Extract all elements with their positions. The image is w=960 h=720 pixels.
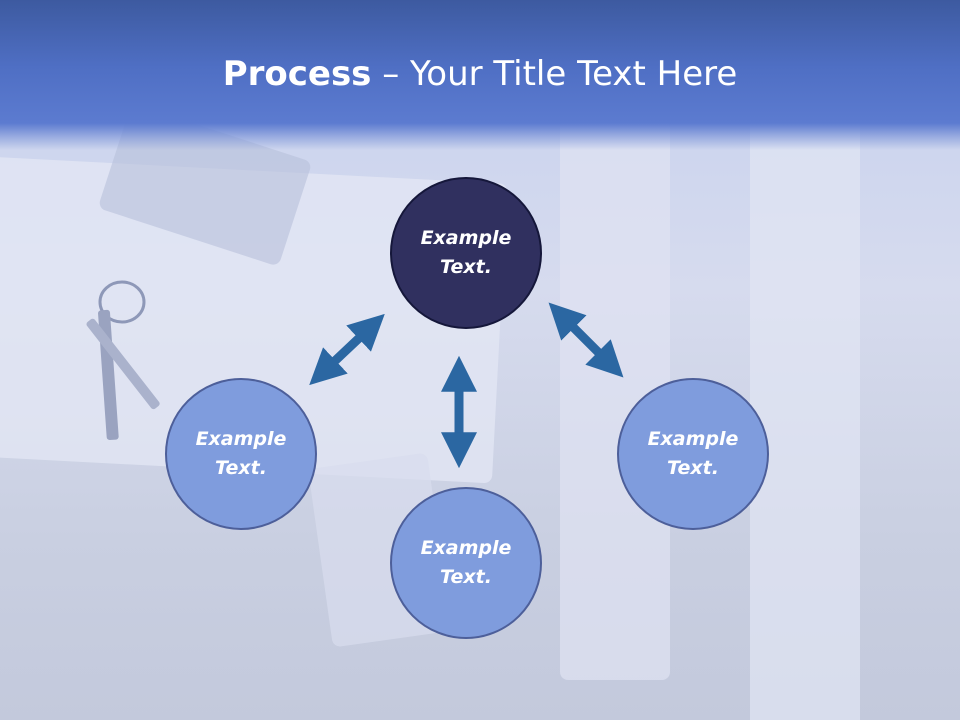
title-rest-part: – Your Title Text Here — [371, 54, 738, 94]
keys-icon — [86, 280, 160, 441]
node-top: Example Text. — [390, 177, 542, 329]
title-bar: Process – Your Title Text Here — [0, 0, 960, 150]
title-bold-part: Process — [222, 54, 372, 94]
node-bottom-text: Example Text. — [420, 537, 512, 588]
node-bottom: Example Text. — [390, 487, 542, 639]
node-top-text: Example Text. — [420, 227, 512, 278]
node-left: Example Text. — [165, 378, 317, 530]
node-right-text: Example Text. — [647, 428, 739, 479]
node-left-text: Example Text. — [195, 428, 287, 479]
slide-title: Process – Your Title Text Here — [0, 54, 960, 94]
blueprint-roll — [750, 110, 860, 720]
node-right: Example Text. — [617, 378, 769, 530]
arrow-top-left — [309, 313, 385, 386]
arrow-top-right — [548, 302, 624, 378]
